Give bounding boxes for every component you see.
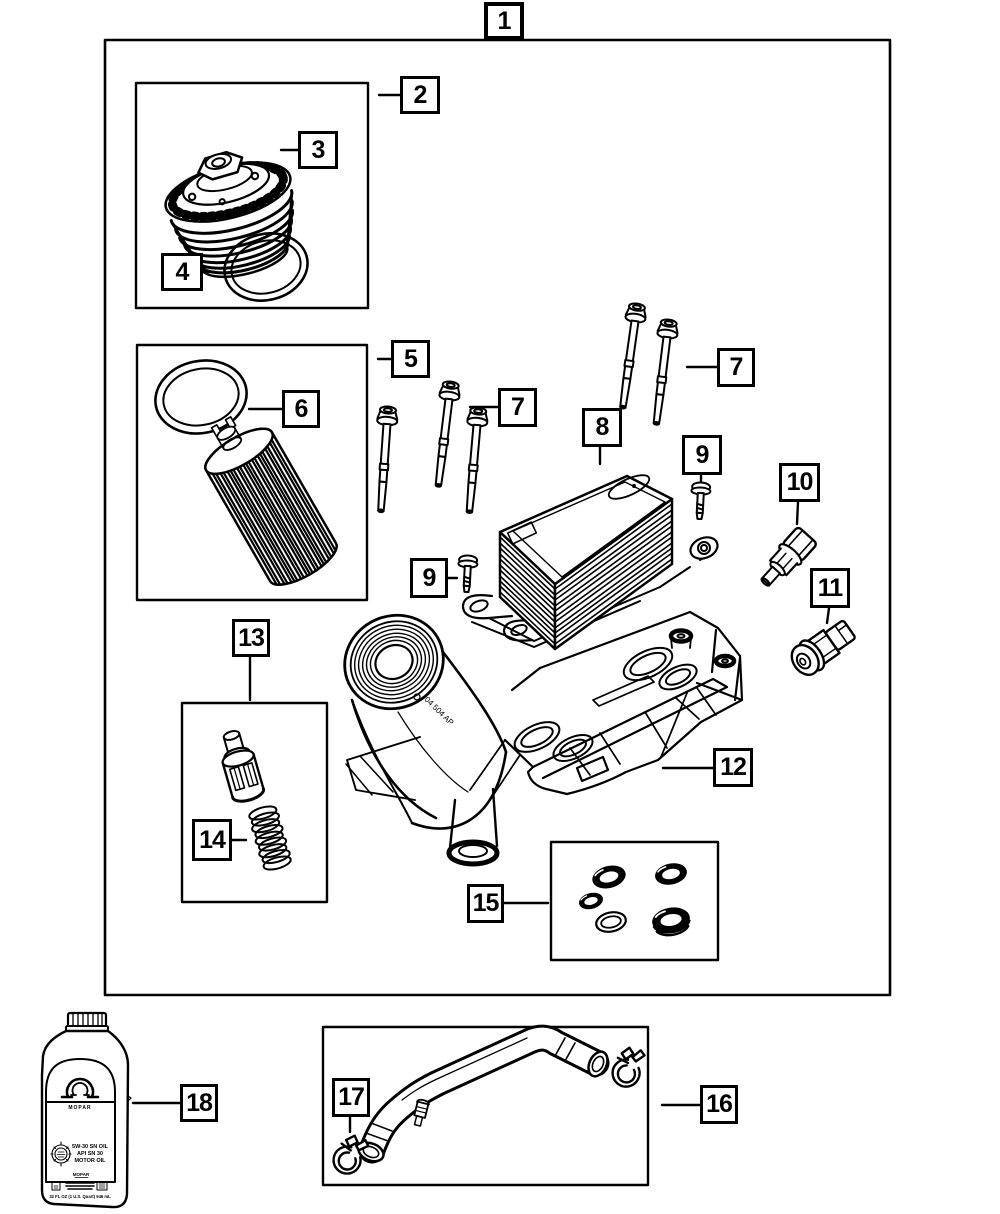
- hose-fitting: [413, 1098, 430, 1127]
- callout-7-left[interactable]: 7: [498, 388, 537, 427]
- oil-pressure-sensor-drawing: [790, 619, 856, 676]
- callout-18[interactable]: 18: [180, 1084, 218, 1122]
- callout-3[interactable]: 3: [298, 131, 338, 169]
- grooved-seal: [648, 903, 694, 937]
- oil-bottle-drawing: MOPAR 5W-30 SN OIL API SN 30 MOTOR OIL M…: [40, 1011, 132, 1209]
- callout-16[interactable]: 16: [700, 1085, 738, 1124]
- callout-1[interactable]: 1: [484, 2, 524, 40]
- callout-15[interactable]: 15: [467, 884, 504, 923]
- housing-stamp-text: 04 504 AP: [423, 695, 456, 727]
- callout-11[interactable]: 11: [810, 568, 850, 608]
- callout-14[interactable]: 14: [192, 819, 232, 861]
- bottle-brand-text: MOPAR: [68, 1105, 91, 1111]
- callout-10[interactable]: 10: [779, 463, 820, 502]
- oil-filter-element-drawing: [200, 416, 343, 594]
- oil-cooler-hose-drawing: [329, 1024, 654, 1177]
- certification-seal: [50, 1141, 72, 1167]
- callout-4[interactable]: 4: [161, 253, 203, 291]
- subbox-seal-kit: [549, 840, 720, 962]
- main-border: [103, 38, 892, 997]
- bottle-volume-text: 32 FL OZ (1 U.S. Quart) 946 mL: [49, 1194, 111, 1199]
- oil-cooler-drawing: [461, 474, 719, 651]
- relief-valve-drawing: [221, 730, 266, 803]
- element-o-ring-drawing: [154, 359, 248, 435]
- seal-kit-drawing: [576, 859, 694, 937]
- subbox-valve: [180, 701, 329, 904]
- callout-17[interactable]: 17: [332, 1078, 370, 1117]
- callout-6[interactable]: 6: [282, 390, 320, 428]
- bottle-label-line3: MOTOR OIL: [74, 1158, 106, 1164]
- frame-boxes: [103, 38, 892, 1187]
- hose-end-right: [587, 1050, 609, 1078]
- callout-7-right[interactable]: 7: [717, 348, 755, 387]
- subbox-filter-element: [135, 343, 369, 602]
- callout-9-right[interactable]: 9: [682, 435, 722, 475]
- bottle-label-icons: [51, 1181, 108, 1191]
- oil-filter-cap-drawing: [164, 150, 294, 279]
- callout-13[interactable]: 13: [232, 619, 270, 657]
- callout-9-left[interactable]: 9: [410, 558, 448, 598]
- callout-12[interactable]: 12: [713, 748, 753, 787]
- oil-temperature-sensor-drawing: [760, 526, 817, 587]
- subbox-filter-cap: [134, 81, 370, 310]
- bottle-label-line1: 5W-30 SN OIL: [72, 1144, 109, 1150]
- valve-spring-drawing: [248, 805, 292, 871]
- oil-filter-housing-drawing: 04 504 AP: [343, 610, 744, 867]
- leader-lines: [131, 93, 831, 1134]
- bottle-brand-small: MOPAR: [73, 1172, 90, 1177]
- bottle-label-line2: API SN 30: [77, 1151, 103, 1157]
- cap-o-ring-drawing: [223, 232, 309, 302]
- mopar-omega-logo: [60, 1077, 100, 1099]
- subbox-hose: [321, 1025, 650, 1187]
- hose-clamp-right: [604, 1042, 654, 1092]
- callout-5[interactable]: 5: [391, 340, 430, 378]
- white-o-ring: [595, 911, 627, 933]
- callout-2[interactable]: 2: [400, 76, 440, 114]
- callout-8[interactable]: 8: [582, 408, 622, 447]
